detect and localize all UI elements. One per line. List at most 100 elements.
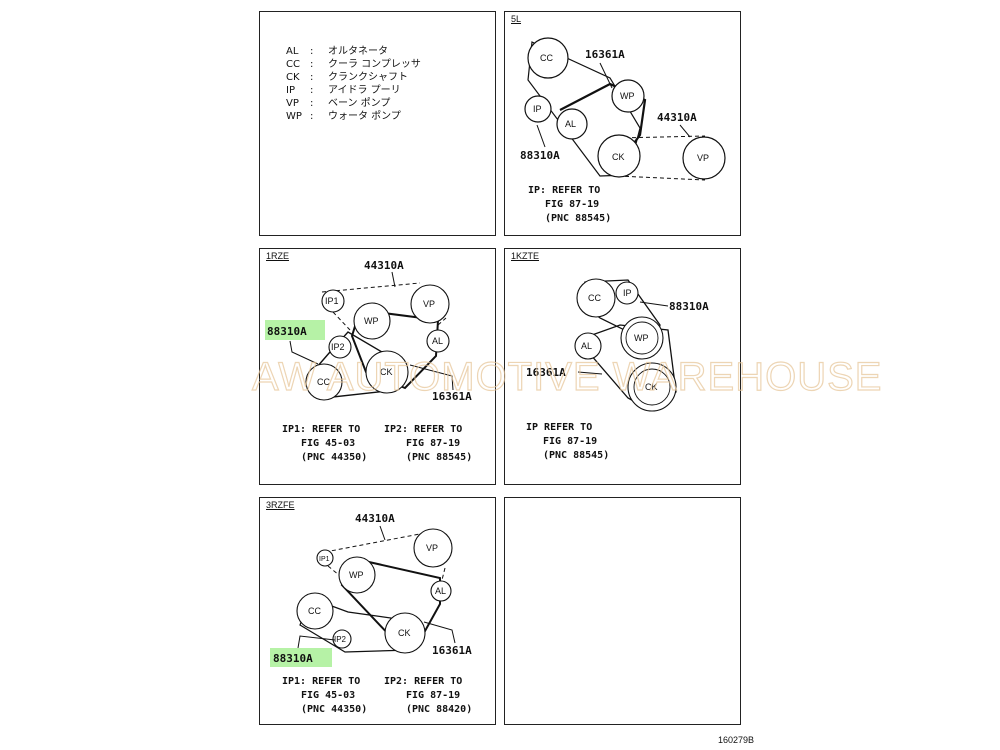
pulley-label: VP <box>697 153 709 163</box>
leader-88310a <box>536 124 546 148</box>
diagram-3rzfe <box>296 525 456 654</box>
leader-16361a <box>577 371 603 375</box>
pulley-label: AL <box>581 341 592 351</box>
legend-row: CC:クーラ コンプレッサ <box>286 59 421 70</box>
leader-44310a <box>379 525 386 541</box>
pulley-label: VP <box>423 299 435 309</box>
note-line: IP1: REFER TO <box>282 424 360 435</box>
watermark: AW AUTOMOTIVE WAREHOUSE <box>252 355 882 399</box>
part-number: 44310A <box>657 111 697 124</box>
note-line: FIG 45-03 <box>301 438 355 449</box>
pulley-ck <box>597 134 641 178</box>
part-number: 16361A <box>585 48 625 61</box>
legend-row: IP:アイドラ プーリ <box>286 85 401 96</box>
panel-5l: 5L <box>504 11 741 236</box>
pulley-ck-inner <box>633 368 671 406</box>
note-line: (PNC 44350) <box>301 452 367 463</box>
pulley-ip2 <box>332 629 352 649</box>
pulley-al <box>426 329 450 353</box>
legend-panel: AL:オルタネータ CC:クーラ コンプレッサ CK:クランクシャフト IP:ア… <box>259 11 496 236</box>
pulley-cc <box>576 278 616 318</box>
note-line: IP: REFER TO <box>528 185 600 196</box>
labels-1rze: IP1 VP WP IP2 AL CK CC 44310A 88310A 163… <box>265 259 472 463</box>
engine-tag: 1RZE <box>266 251 290 261</box>
note-line: (PNC 88545) <box>543 450 609 461</box>
note-line: (PNC 88420) <box>406 704 472 715</box>
part-number: 16361A <box>432 390 472 403</box>
pulley-ip2 <box>328 335 352 359</box>
pulley-label: WP <box>349 570 364 580</box>
pulley-wp <box>338 556 376 594</box>
pulley-label: CK <box>398 628 411 638</box>
pulley-label: IP1 <box>319 556 330 563</box>
diagram-1kzte <box>574 278 677 412</box>
pulley-label: CC <box>540 53 553 63</box>
part-number: 88310A <box>267 325 307 338</box>
pulley-label: AL <box>432 336 443 346</box>
pulley-vp <box>682 136 726 180</box>
pulley-cc <box>305 363 343 401</box>
leader-88310a <box>639 301 669 307</box>
pulley-ck <box>365 350 409 394</box>
note-line: FIG 87-19 <box>543 436 597 447</box>
pulley-ip1 <box>316 549 334 567</box>
legend-row: CK:クランクシャフト <box>286 72 408 83</box>
legend-list: AL:オルタネータ CC:クーラ コンプレッサ CK:クランクシャフト IP:ア… <box>286 45 421 123</box>
pulley-label: IP2 <box>334 635 347 644</box>
pulley-wp <box>353 302 391 340</box>
part-number: 44310A <box>364 259 404 272</box>
leader-16361a <box>423 621 456 644</box>
engine-tag: 5L <box>511 14 522 24</box>
note-line: (PNC 44350) <box>301 704 367 715</box>
pulley-label: IP <box>533 104 542 114</box>
pulley-ck <box>384 612 426 654</box>
leader-44310a <box>391 271 396 288</box>
highlight-88310a <box>270 648 332 667</box>
pulley-al <box>556 108 588 140</box>
labels-5l: CC WP IP AL CK VP 16361A 44310A 88310A I… <box>520 48 709 224</box>
pulley-label: CC <box>588 293 601 303</box>
pulley-ip <box>524 95 552 123</box>
note-line: IP1: REFER TO <box>282 676 360 687</box>
pulley-label: AL <box>565 119 576 129</box>
panel-empty <box>504 497 741 725</box>
pulley-label: VP <box>426 543 438 553</box>
pulley-ip <box>615 281 639 305</box>
note-line: (PNC 88545) <box>545 213 611 224</box>
pulley-label: CC <box>308 606 321 616</box>
labels-1kzte: CC IP WP AL CK 88310A 16361A IP REFER TO… <box>526 288 709 461</box>
figure-number: 160279B <box>717 735 754 745</box>
part-number: 16361A <box>526 366 566 379</box>
pulley-label: IP <box>623 288 632 298</box>
part-number: 88310A <box>669 300 709 313</box>
pulley-label: IP2 <box>331 342 345 352</box>
note-line: FIG 45-03 <box>301 690 355 701</box>
pulley-cc <box>527 37 569 79</box>
belt-44310a <box>321 282 447 331</box>
part-number: 16361A <box>432 644 472 657</box>
pulley-label: CK <box>380 367 393 377</box>
belt-44310a <box>617 135 706 181</box>
leader-88310a <box>289 340 319 365</box>
pulley-label: WP <box>364 316 379 326</box>
labels-3rzfe: IP1 VP WP AL CC IP2 CK 44310A 88310A 163… <box>270 512 472 715</box>
pulley-al <box>574 332 602 360</box>
pulley-label: IP1 <box>325 296 339 306</box>
pulley-cc <box>296 592 334 630</box>
legend-row: WP:ウォータ ポンプ <box>286 111 401 122</box>
note-line: (PNC 88545) <box>406 452 472 463</box>
pulley-vp <box>413 528 453 568</box>
pulley-ip1 <box>321 289 345 313</box>
pulley-label: CC <box>317 377 330 387</box>
pulley-label: WP <box>634 333 649 343</box>
pulley-wp <box>620 316 664 360</box>
highlight-88310a <box>265 320 325 340</box>
pulley-al <box>430 580 452 602</box>
leader-88310a <box>297 635 336 649</box>
part-number: 88310A <box>273 652 313 665</box>
legend-row: AL:オルタネータ <box>286 46 388 57</box>
pulley-vp <box>410 284 450 324</box>
engine-tag: 1KZTE <box>511 251 540 261</box>
legend-row: VP:ベーン ポンプ <box>286 98 391 109</box>
